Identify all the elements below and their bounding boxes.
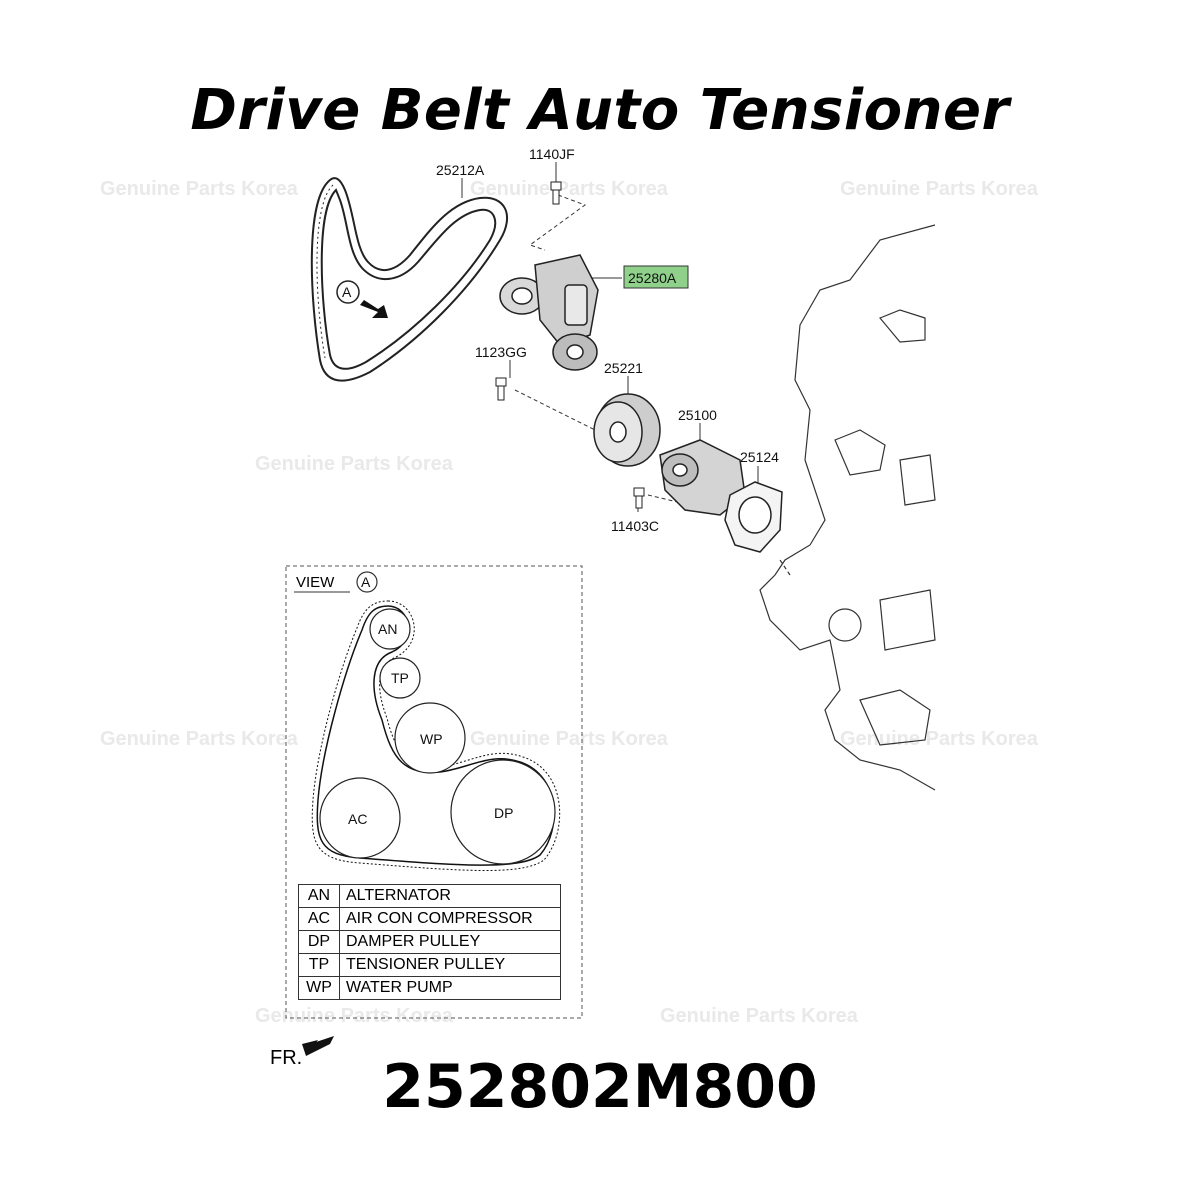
- leader-lines: [461, 162, 759, 512]
- engine-block-outline: [759, 224, 936, 791]
- idler-pulley-25221: [593, 393, 661, 467]
- pulley-label: TP: [391, 670, 409, 686]
- callout-25221: 25221: [604, 360, 643, 376]
- bolt-1123GG: [495, 377, 507, 401]
- legend-code: AC: [298, 907, 340, 931]
- legend-desc: AIR CON COMPRESSOR: [339, 907, 561, 931]
- pulley-ac: [319, 777, 401, 859]
- legend-code: WP: [298, 976, 340, 1000]
- watermark: Genuine Parts Korea: [100, 178, 299, 200]
- pulley-an: [369, 608, 411, 650]
- callout-11403C: 11403C: [611, 518, 659, 534]
- legend-desc: ALTERNATOR: [339, 884, 561, 908]
- pulley-label: AC: [348, 811, 367, 827]
- view-a-letter: A: [342, 284, 352, 300]
- highlight-box: [623, 265, 689, 289]
- view-a-panel: [285, 565, 583, 1019]
- legend-row: AN ALTERNATOR: [298, 884, 561, 908]
- legend-row: AC AIR CON COMPRESSOR: [298, 907, 561, 931]
- bolt-1140JF: [550, 181, 562, 205]
- pulley-dp: [450, 759, 556, 865]
- legend-row: TP TENSIONER PULLEY: [298, 953, 561, 977]
- legend-table: AN ALTERNATOR AC AIR CON COMPRESSOR DP D…: [298, 884, 561, 1000]
- pulley-label: DP: [494, 805, 513, 821]
- view-a-circle: [356, 571, 378, 593]
- tensioner-25280A: [499, 254, 599, 371]
- front-label: FR.: [270, 1047, 303, 1069]
- watermark: Genuine Parts Korea: [470, 728, 669, 750]
- watermarks: Genuine Parts Korea Genuine Parts Korea …: [100, 178, 1039, 1027]
- gasket-25124: [724, 481, 783, 553]
- legend-code: AN: [298, 884, 340, 908]
- belt-25212A: [310, 177, 509, 382]
- callout-25280A: 25280A: [628, 270, 677, 286]
- front-arrow-icon: [302, 1036, 334, 1056]
- callout-25212A: 25212A: [436, 162, 485, 178]
- callout-25100: 25100: [678, 407, 717, 423]
- legend-row: WP WATER PUMP: [298, 976, 561, 1000]
- view-panel-letter: A: [361, 574, 371, 590]
- watermark: Genuine Parts Korea: [840, 178, 1039, 200]
- water-pump-25100: [659, 439, 746, 516]
- pulleys: [319, 608, 556, 865]
- legend-desc: TENSIONER PULLEY: [339, 953, 561, 977]
- belt-routing: [311, 600, 561, 871]
- callout-1123GG: 1123GG: [475, 344, 527, 360]
- legend-desc: DAMPER PULLEY: [339, 930, 561, 954]
- pulley-label: WP: [420, 731, 443, 747]
- watermark: Genuine Parts Korea: [255, 1005, 454, 1027]
- view-label: VIEW: [296, 574, 335, 591]
- view-arrow-icon: [360, 300, 388, 318]
- pulley-wp: [394, 702, 466, 774]
- legend-code: TP: [298, 953, 340, 977]
- page-title: Drive Belt Auto Tensioner: [190, 78, 1010, 143]
- callout-1140JF: 1140JF: [529, 146, 575, 162]
- legend-desc: WATER PUMP: [339, 976, 561, 1000]
- part-number: 252802M800: [382, 1052, 818, 1122]
- callout-25124: 25124: [740, 449, 779, 465]
- pulley-tp: [379, 657, 421, 699]
- legend-code: DP: [298, 930, 340, 954]
- bolt-11403C: [633, 487, 645, 509]
- pulley-label: AN: [378, 621, 397, 637]
- watermark: Genuine Parts Korea: [255, 453, 454, 475]
- watermark: Genuine Parts Korea: [840, 728, 1039, 750]
- legend-row: DP DAMPER PULLEY: [298, 930, 561, 954]
- watermark: Genuine Parts Korea: [470, 178, 669, 200]
- watermark: Genuine Parts Korea: [100, 728, 299, 750]
- watermark: Genuine Parts Korea: [660, 1005, 859, 1027]
- view-a-marker: A: [336, 280, 388, 318]
